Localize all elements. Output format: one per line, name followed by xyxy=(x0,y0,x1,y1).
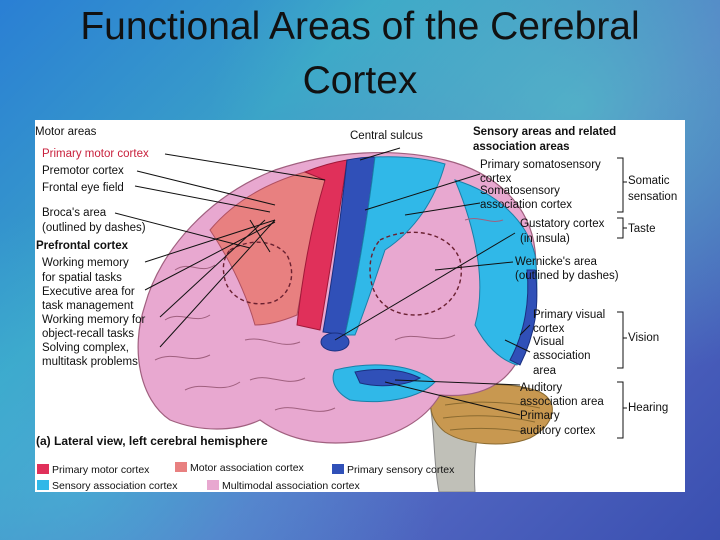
label-visual-association-1: Visual xyxy=(533,336,565,348)
legend-label-sensory-association: Sensory association cortex xyxy=(52,480,178,492)
legend-swatch-motor-association xyxy=(175,462,187,472)
legend-label-motor-association: Motor association cortex xyxy=(190,462,304,474)
legend-label-primary-sensory: Primary sensory cortex xyxy=(347,464,455,476)
cerebellum-folia xyxy=(442,401,541,433)
label-frontal-eye-field: Frontal eye field xyxy=(42,182,124,194)
label-primary-visual-1: Primary visual xyxy=(533,309,606,321)
label-primary-auditory-2: auditory cortex xyxy=(520,425,596,437)
gustatory-region xyxy=(320,332,350,352)
primary-visual-region xyxy=(509,269,538,366)
label-primary-somatosensory-2: cortex xyxy=(480,173,512,185)
label-brocas-area: Broca's area xyxy=(42,207,107,219)
brackets xyxy=(617,157,627,439)
label-working-memory-spatial-1: Working memory xyxy=(42,257,129,269)
label-prefrontal-cortex: Prefrontal cortex xyxy=(36,240,129,252)
visual-association-region xyxy=(454,179,538,366)
label-auditory-association-2: association area xyxy=(520,396,604,408)
label-vision: Vision xyxy=(628,332,660,344)
label-visual-association-2: association xyxy=(533,350,591,362)
label-brocas-note: (outlined by dashes) xyxy=(42,222,146,234)
label-wernickes-1: Wernicke's area xyxy=(515,256,597,268)
label-premotor-cortex: Premotor cortex xyxy=(42,165,124,177)
label-visual-association-3: area xyxy=(533,365,557,377)
legend-swatch-primary-motor xyxy=(37,464,49,474)
label-solving-complex-1: Solving complex, xyxy=(42,342,129,354)
pointer-lines xyxy=(114,147,531,416)
label-primary-motor-cortex: Primary motor cortex xyxy=(42,148,149,160)
legend-label-primary-motor: Primary motor cortex xyxy=(52,464,150,476)
label-sensory-areas-2: association areas xyxy=(473,141,570,153)
label-gustatory-2: (in insula) xyxy=(520,233,570,245)
slide-title-text: Functional Areas of the Cerebral Cortex xyxy=(80,5,640,102)
label-somatic-sensation-1: Somatic xyxy=(628,175,670,187)
legend-swatch-primary-sensory xyxy=(332,464,344,474)
label-working-memory-object-1: Working memory for xyxy=(42,314,146,326)
slide-title: Functional Areas of the Cerebral Cortex xyxy=(40,0,680,108)
legend-label-multimodal-association: Multimodal association cortex xyxy=(222,480,360,492)
primary-motor-region xyxy=(296,159,348,331)
label-executive-area-1: Executive area for xyxy=(42,286,135,298)
label-solving-complex-2: multitask problems xyxy=(42,356,138,368)
figure-caption: (a) Lateral view, left cerebral hemisphe… xyxy=(36,434,268,448)
label-motor-areas: Motor areas xyxy=(35,126,97,138)
label-somatosensory-association-1: Somatosensory xyxy=(480,185,560,197)
label-sensory-areas-1: Sensory areas and related xyxy=(473,126,617,138)
somatosensory-association-region xyxy=(344,156,446,336)
label-somatosensory-association-2: association cortex xyxy=(480,199,573,211)
gyri-lines xyxy=(154,218,504,412)
legend-swatch-multimodal-association xyxy=(207,480,219,490)
label-gustatory-1: Gustatory cortex xyxy=(520,218,605,230)
legend-swatch-sensory-association xyxy=(37,480,49,490)
label-taste: Taste xyxy=(628,223,656,235)
label-working-memory-object-2: object-recall tasks xyxy=(42,328,135,340)
diagram-panel: Motor areas Central sulcus Primary motor… xyxy=(35,120,685,492)
label-primary-somatosensory-1: Primary somatosensory xyxy=(480,159,601,171)
label-hearing: Hearing xyxy=(628,402,669,414)
brocas-area-outline xyxy=(222,241,293,305)
brain-diagram xyxy=(114,147,627,492)
wernickes-area-outline xyxy=(369,231,462,316)
label-executive-area-2: task management xyxy=(42,300,134,312)
label-working-memory-spatial-2: for spatial tasks xyxy=(42,272,122,284)
label-auditory-association-1: Auditory xyxy=(520,382,563,394)
label-somatic-sensation-2: sensation xyxy=(628,191,678,203)
label-central-sulcus: Central sulcus xyxy=(350,130,423,142)
primary-auditory-region xyxy=(354,369,422,387)
label-wernickes-2: (outlined by dashes) xyxy=(515,270,619,282)
label-primary-visual-2: cortex xyxy=(533,323,565,335)
label-primary-auditory-1: Primary xyxy=(520,410,560,422)
